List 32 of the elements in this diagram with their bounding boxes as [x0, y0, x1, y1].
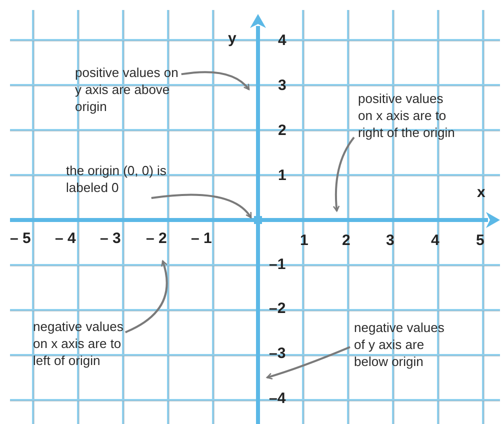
tick-label: – 3: [100, 230, 121, 247]
leader-arrow: [151, 194, 252, 218]
tick-label: 3: [278, 77, 286, 94]
tick-label: 3: [386, 232, 394, 249]
tick-label: 5: [476, 232, 484, 249]
annotation-text: positive values on y axis are above origin: [75, 64, 179, 115]
annotation-text: negative values of y axis are below origin: [354, 319, 446, 370]
annotation-text: positive values on x axis are to right of the origin: [358, 90, 456, 141]
tick-label: –1: [269, 256, 286, 273]
tick-label: – 5: [10, 230, 31, 247]
axis-label: x: [477, 184, 486, 201]
tick-label: 4: [431, 232, 440, 249]
x-axis-positive-part: [260, 212, 500, 228]
leader-arrow: [332, 136, 355, 212]
tick-label: 2: [278, 122, 286, 139]
tick-label: 2: [342, 232, 350, 249]
tick-label: – 1: [191, 230, 212, 247]
tick-label: –2: [269, 300, 286, 317]
tick-label: 1: [278, 167, 286, 184]
annotation-text: negative values on x axis are to left of origin: [33, 318, 124, 369]
tick-label: 4: [278, 32, 286, 49]
tick-label: –3: [269, 345, 286, 362]
y-axis-positive-part: [250, 14, 266, 218]
annotation-text: the origin (0, 0) is labeled 0: [66, 162, 168, 196]
tick-label: – 4: [55, 230, 76, 247]
leader-arrow: [181, 71, 250, 90]
leader-arrow: [266, 346, 350, 380]
tick-label: 1: [300, 232, 308, 249]
tick-label: –4: [269, 390, 286, 407]
leader-arrow: [124, 260, 168, 334]
axis-label: y: [228, 30, 236, 47]
tick-label: – 2: [146, 230, 167, 247]
